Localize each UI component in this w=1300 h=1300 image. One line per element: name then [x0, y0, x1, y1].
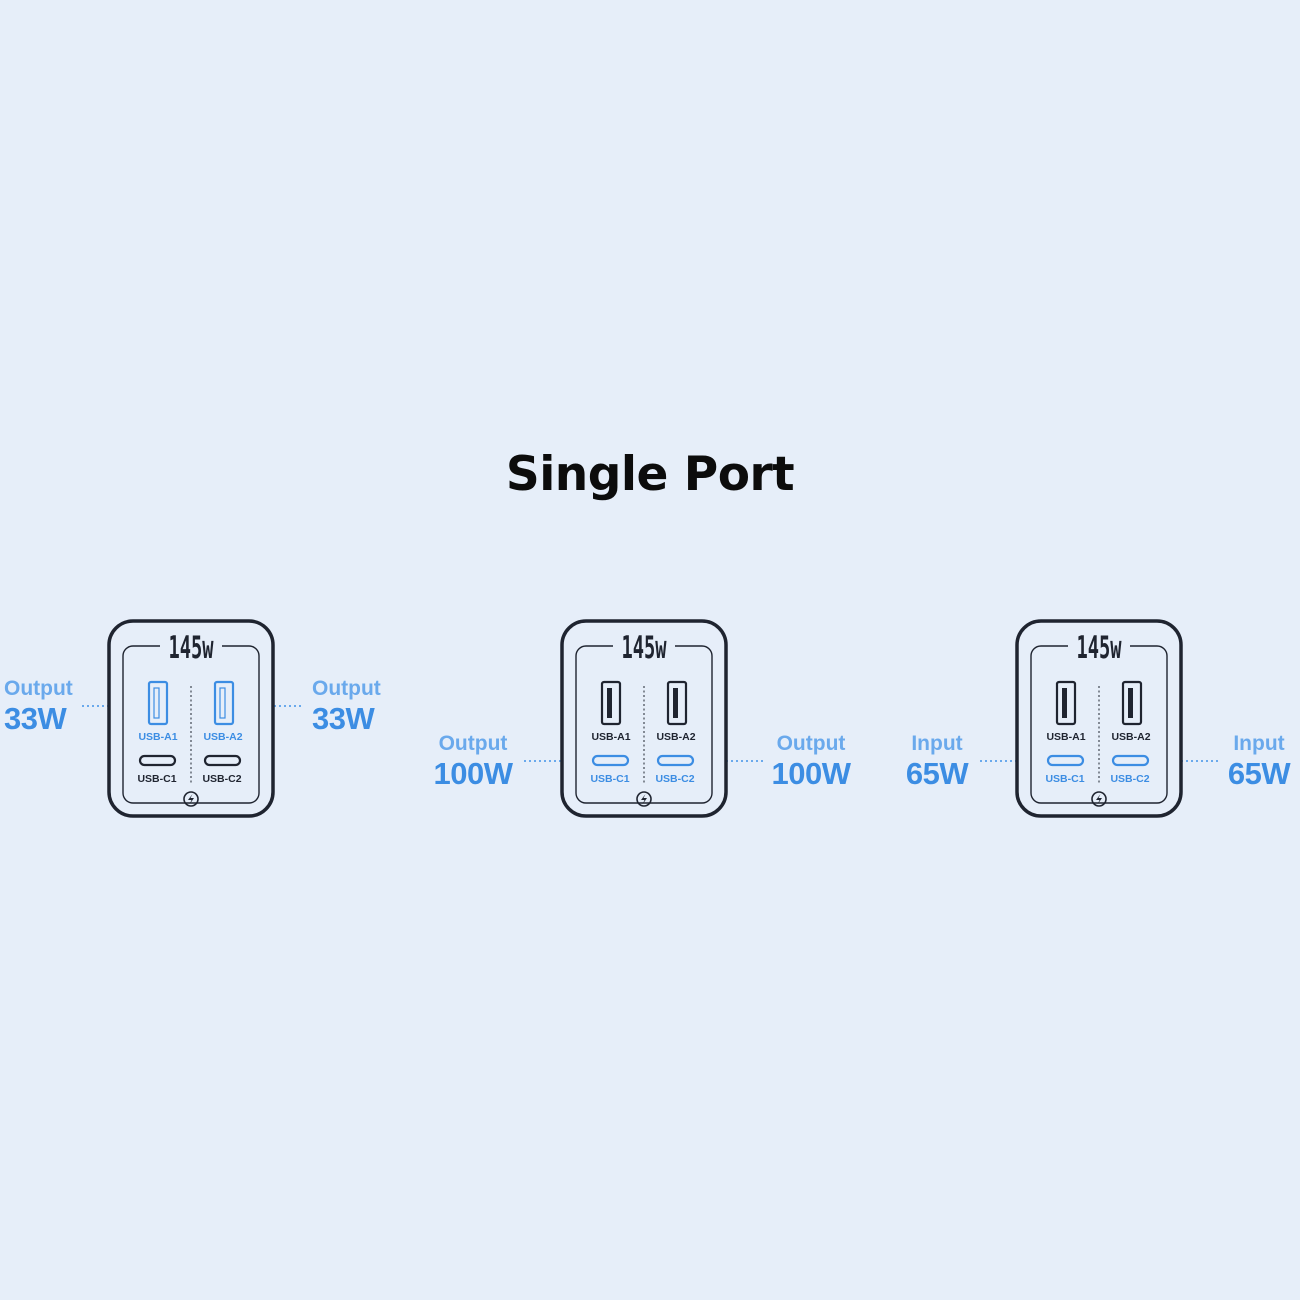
- port-label-usb-a1: USB-A1: [138, 731, 177, 743]
- lightning-badge-icon: [636, 791, 652, 807]
- callout-value: 100W: [771, 756, 851, 791]
- rating-text: 145w: [621, 630, 666, 666]
- port-label-usb-c2: USB-C2: [655, 773, 694, 785]
- right-callout: Output 100W: [766, 733, 856, 789]
- usb-c-port-icon: [203, 754, 242, 767]
- callout-value: 33W: [312, 701, 375, 736]
- callout-value: 65W: [1227, 756, 1291, 791]
- left-callout: Output 100W: [428, 733, 518, 789]
- callout-kind: Input: [911, 732, 963, 755]
- port-label-usb-a2: USB-A2: [203, 731, 242, 743]
- right-callout: Output 33W: [312, 678, 381, 734]
- usb-a-port-icon: [1055, 680, 1077, 726]
- rating-text: 145w: [168, 630, 213, 666]
- charger-icon: 145w USB-A1 USB-A2 USB-C1 USB-C2: [524, 619, 765, 818]
- left-callout: Output 33W: [4, 678, 73, 734]
- usb-c-port-icon: [138, 754, 177, 767]
- port-label-usb-c1: USB-C1: [137, 773, 176, 785]
- callout-kind: Output: [312, 677, 381, 700]
- callout-kind: Output: [438, 732, 508, 755]
- port-label-usb-a1: USB-A1: [591, 731, 630, 743]
- usb-a-port-icon: [666, 680, 688, 726]
- lightning-badge-icon: [1091, 791, 1107, 807]
- rating-text: 145w: [1076, 630, 1121, 666]
- usb-c-port-icon: [656, 754, 695, 767]
- callout-kind: Output: [4, 677, 73, 700]
- callout-kind: Output: [776, 732, 846, 755]
- page-title: Single Port: [505, 447, 795, 502]
- port-label-usb-a1: USB-A1: [1046, 731, 1085, 743]
- rating-gap: [613, 634, 675, 660]
- rating-gap: [160, 634, 222, 660]
- charger-icon: 145w USB-A1 USB-A2 USB-C1 USB-C2: [82, 619, 304, 818]
- usb-c-port-icon: [591, 754, 630, 767]
- right-callout: Input 65W: [1218, 733, 1300, 789]
- usb-c-port-icon: [1111, 754, 1150, 767]
- charger-icon: 145w USB-A1 USB-A2 USB-C1 USB-C2: [980, 619, 1218, 818]
- usb-a-port-icon: [213, 680, 235, 726]
- usb-c-port-icon: [1046, 754, 1085, 767]
- port-label-usb-a2: USB-A2: [1111, 731, 1150, 743]
- port-label-usb-c1: USB-C1: [1045, 773, 1084, 785]
- left-callout: Input 65W: [896, 733, 978, 789]
- rating-gap: [1068, 634, 1130, 660]
- port-label-usb-a2: USB-A2: [656, 731, 695, 743]
- port-label-usb-c2: USB-C2: [202, 773, 241, 785]
- usb-a-port-icon: [600, 680, 622, 726]
- usb-a-port-icon: [1121, 680, 1143, 726]
- port-label-usb-c2: USB-C2: [1110, 773, 1149, 785]
- usb-a-port-icon: [147, 680, 169, 726]
- callout-value: 65W: [905, 756, 969, 791]
- lightning-badge-icon: [183, 791, 199, 807]
- callout-value: 33W: [4, 701, 67, 736]
- port-label-usb-c1: USB-C1: [590, 773, 629, 785]
- callout-value: 100W: [433, 756, 513, 791]
- callout-kind: Input: [1233, 732, 1285, 755]
